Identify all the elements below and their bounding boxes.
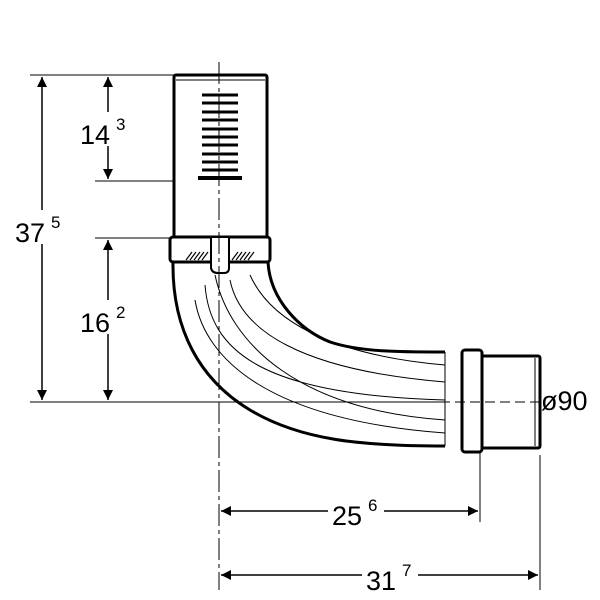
lower-height-label: 16 <box>80 308 110 338</box>
upper-height-label: 14 <box>80 120 110 150</box>
scale-marks <box>198 93 242 180</box>
diameter-label: ø90 <box>541 386 588 416</box>
inner-length-label: 25 <box>332 501 362 531</box>
lower-height-sup: 2 <box>116 303 125 322</box>
extension-lines <box>30 74 541 590</box>
upper-height-sup: 3 <box>116 115 125 134</box>
dimension-labels: 37 5 14 3 16 2 25 6 31 7 ø90 <box>12 112 588 596</box>
upper-socket <box>168 73 272 274</box>
overall-length-sup: 7 <box>402 561 411 580</box>
overall-height-label: 37 <box>15 218 45 248</box>
overall-length-label: 31 <box>366 566 396 596</box>
inner-length-sup: 6 <box>368 496 377 515</box>
bend-body <box>171 261 446 448</box>
overall-height-sup: 5 <box>51 213 60 232</box>
centerlines <box>30 62 540 590</box>
right-spigot <box>460 348 542 454</box>
